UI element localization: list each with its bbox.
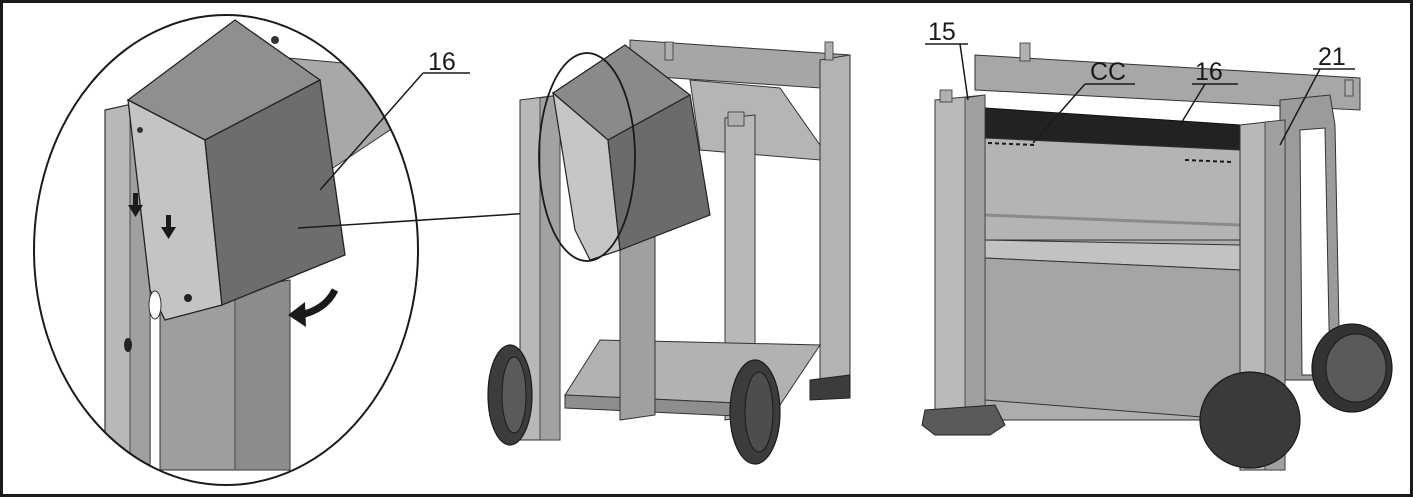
label-left-post: 15	[928, 18, 956, 46]
cart-middle	[487, 39, 851, 465]
label-detail-part: 16	[428, 48, 456, 76]
detail-view	[33, 14, 419, 486]
detail-connector-line	[297, 211, 549, 229]
magnifier-circle	[33, 14, 419, 486]
cart-right	[921, 42, 1393, 471]
label-right-post: 21	[1318, 43, 1346, 71]
label-screw: CC	[1090, 58, 1126, 86]
arrow-down-icon	[128, 193, 143, 217]
leader-line	[319, 72, 424, 191]
label-back-panel: 16	[1195, 58, 1223, 86]
arrow-down-icon	[161, 215, 176, 239]
highlight-ellipse	[538, 52, 636, 262]
curved-arrow-icon	[288, 288, 339, 327]
